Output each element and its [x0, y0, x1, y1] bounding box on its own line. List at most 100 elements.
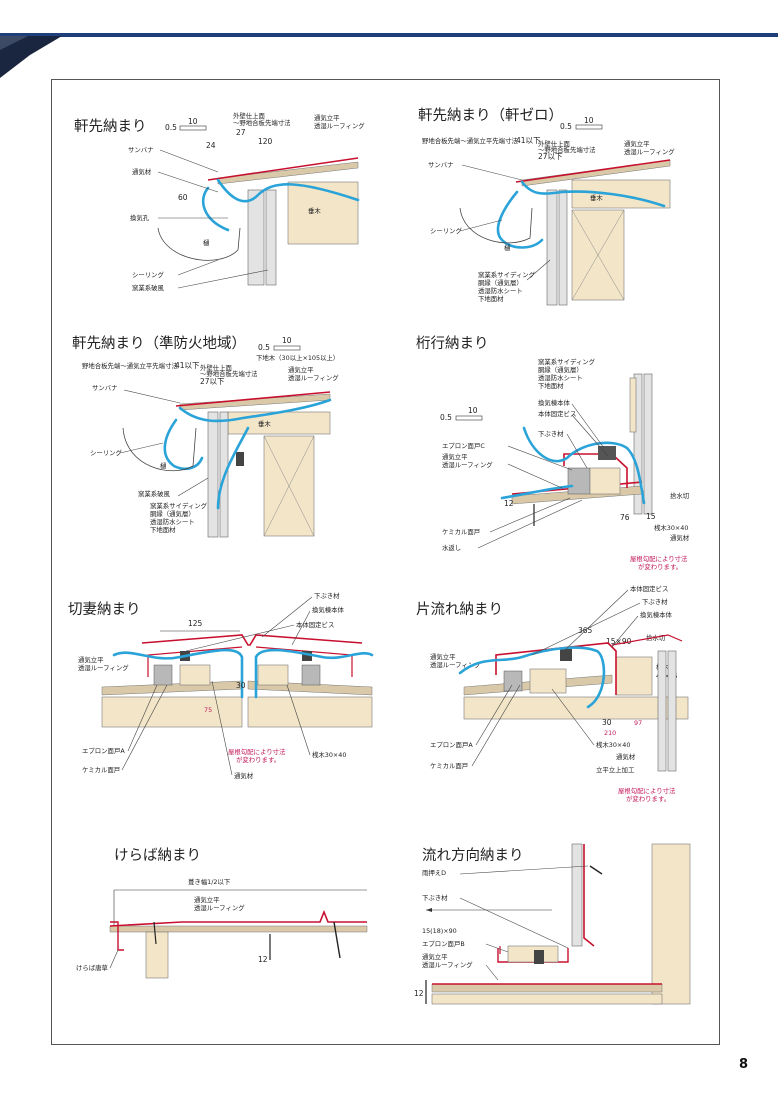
label: 透湿ルーフィング: [430, 660, 481, 669]
label: 胴縁（通気層）: [538, 365, 583, 374]
diagram-title: 軒先納まり: [74, 118, 147, 135]
dim: 60: [178, 193, 188, 202]
label: 下地面材: [150, 525, 176, 534]
caution-note: 屋根勾配により寸法: [618, 786, 676, 795]
label: 窯業系サイディング: [478, 270, 536, 279]
label: 通気立平: [314, 113, 340, 122]
label: 透湿ルーフィング: [442, 460, 493, 469]
diagram-ketayuki: 桁行納まり 窯業系サイディング 胴縁（通気層） 透湿防水シート 下地面材 換気棟…: [412, 328, 712, 578]
label: 胴縁（通気層）: [150, 509, 195, 518]
label: エプロン面戸A: [82, 747, 125, 755]
note: 外壁仕上面: [200, 363, 233, 372]
label: 窯業系サイディング: [150, 501, 208, 510]
dim: 27: [236, 128, 246, 137]
label: 下ぶき材: [422, 893, 448, 902]
note: 野地合板先端～通気立平先端寸法: [422, 136, 518, 145]
label: 透湿防水シート: [478, 286, 523, 295]
label: 下ぶき材: [538, 429, 564, 438]
label: 透湿ルーフィング: [194, 903, 245, 912]
label: 桟木30×40: [654, 523, 688, 532]
caution-note: が変わります。: [638, 562, 682, 571]
label: サンバナ: [128, 146, 154, 154]
corner-decoration: [0, 36, 62, 78]
label: 通気材: [234, 771, 254, 780]
note: ～野地合板先端寸法: [538, 145, 596, 154]
label: 捨水切: [670, 491, 689, 500]
label: 樋: [203, 238, 210, 247]
dim: 12: [414, 989, 424, 998]
dim: 27以下: [200, 377, 225, 386]
dim: 12: [258, 955, 268, 964]
note: 外壁仕上面: [538, 139, 571, 148]
scale-label: 10: [468, 406, 478, 415]
diagram-title: 桁行納まり: [416, 335, 489, 352]
label: ケミカル面戸: [430, 762, 468, 770]
label: 通気材: [616, 752, 636, 761]
note: 野地合板先端～通気立平先端寸法: [82, 361, 178, 370]
scale-label: 0.5: [165, 123, 177, 132]
diagram-title: 片流れ納まり: [416, 601, 503, 618]
label: 換気棟本体: [312, 605, 345, 614]
label: 下地面材: [478, 294, 504, 303]
label: ケミカル面戸: [82, 766, 120, 774]
label: 立平立上加工: [596, 765, 635, 774]
label: 45×45: [656, 672, 678, 680]
label: 透湿防水シート: [538, 373, 583, 382]
diagram-noki-fireproof: 軒先納まり（準防火地域） 0.5 10 野地合板先端～通気立平先端寸法 41以下…: [68, 328, 378, 548]
dim: 41以下: [516, 136, 541, 145]
diagram-title: 切妻納まり: [68, 601, 141, 618]
diagram-title: 流れ方向納まり: [422, 847, 524, 864]
label: 樋: [160, 461, 167, 470]
dim: 15×90: [606, 637, 632, 646]
label: シーリング: [430, 226, 463, 235]
label: 窯業系破風: [132, 283, 165, 292]
label: 通気立平: [288, 365, 314, 374]
label: ケミカル面戸: [442, 528, 480, 536]
dim: 41以下: [175, 361, 200, 370]
dim: 15(18)×90: [422, 927, 457, 935]
label: 換気棟本体: [640, 610, 673, 619]
label: 通気立平: [78, 655, 104, 664]
label: 透湿防水シート: [150, 517, 195, 526]
header-band: [0, 0, 778, 34]
diagram-noki-zero: 軒先納まり（軒ゼロ） 0.5 10 野地合板先端～通気立平先端寸法 41以下 外…: [412, 100, 712, 315]
label: 下地面材: [538, 381, 564, 390]
scale-label: 10: [188, 117, 198, 126]
label: けらば唐草: [76, 963, 109, 972]
label: 桟木30×40: [596, 740, 630, 749]
label: 通気立平: [194, 895, 220, 904]
diagram-keraba: けらば納まり 葺き幅1/2以下 通気立平 透湿ルーフィング 12 けらば唐草: [62, 838, 374, 988]
label: サンバナ: [92, 384, 118, 392]
dim: 24: [206, 141, 216, 150]
dim: 15: [646, 512, 656, 521]
caution-note: が変わります。: [236, 755, 280, 764]
scale-label: 0.5: [258, 343, 270, 352]
scale-label: 10: [282, 336, 292, 345]
page-number: 8: [739, 1057, 749, 1072]
caution-note: が変わります。: [626, 794, 670, 803]
diagram-kirizuma: 切妻納まり 下ぶき材 換気棟本体 本体固定ビス 125 通気立平 透湿ルーフィン…: [62, 585, 374, 785]
diagram-katanagare: 片流れ納まり 本体固定ビス 下ぶき材 換気棟本体 365 15×90 捨水切 通…: [412, 585, 712, 810]
scale-label: 10: [584, 116, 594, 125]
label: 下地木（30以上×105以上）: [256, 353, 339, 362]
label: 透湿ルーフィング: [288, 373, 339, 382]
dim: 30: [602, 718, 612, 727]
header-rule: [0, 33, 778, 37]
scale-label: 0.5: [560, 122, 572, 131]
scale-label: 0.5: [440, 413, 452, 422]
label: 透湿ルーフィング: [314, 121, 365, 130]
label: 下ぶき材: [314, 591, 340, 600]
label: 通気立平: [624, 139, 650, 148]
label: 窯業系サイディング: [538, 357, 596, 366]
caution-note: 屋根勾配により寸法: [630, 554, 688, 563]
label: サンバナ: [428, 161, 454, 169]
label: 通気立平: [430, 652, 456, 661]
note: 外壁仕上面: [233, 111, 266, 120]
dim: 120: [258, 137, 273, 146]
label: 本体固定ビス: [296, 620, 334, 629]
label: エプロン面戸C: [442, 442, 485, 450]
label: エプロン面戸B: [422, 940, 465, 948]
dim: 125: [188, 619, 203, 628]
label: 本体固定ビス: [630, 585, 668, 593]
label: シーリング: [90, 448, 123, 457]
